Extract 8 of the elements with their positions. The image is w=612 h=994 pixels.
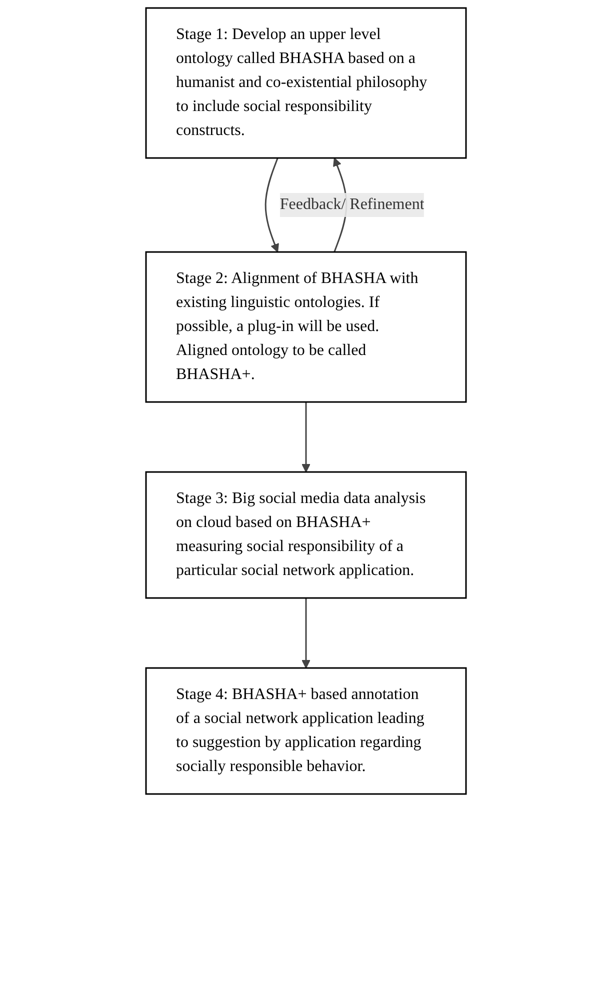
- node-box: Stage 2: Alignment of BHASHA with existing linguistic ontologies. If possible, a plug-in will be used. Aligned ontology to be called BHASHA+.: [145, 251, 467, 403]
- node-box: Stage 1: Develop an upper level ontology called BHASHA based on a humanist and co-existential philosophy to include social responsibility constructs.: [145, 7, 467, 159]
- arrow: [302, 402, 310, 472]
- node-box: Stage 3: Big social media data analysis on cloud based on BHASHA+ measuring social responsibility of a particular social network application.: [145, 471, 467, 599]
- arrow: [264, 158, 279, 252]
- arrow: [302, 598, 310, 668]
- edge-label: Feedback/ Refinement: [280, 196, 424, 213]
- node-box: Stage 4: BHASHA+ based annotation of a social network application leading to suggestion by application regarding socially responsible behavior.: [145, 667, 467, 795]
